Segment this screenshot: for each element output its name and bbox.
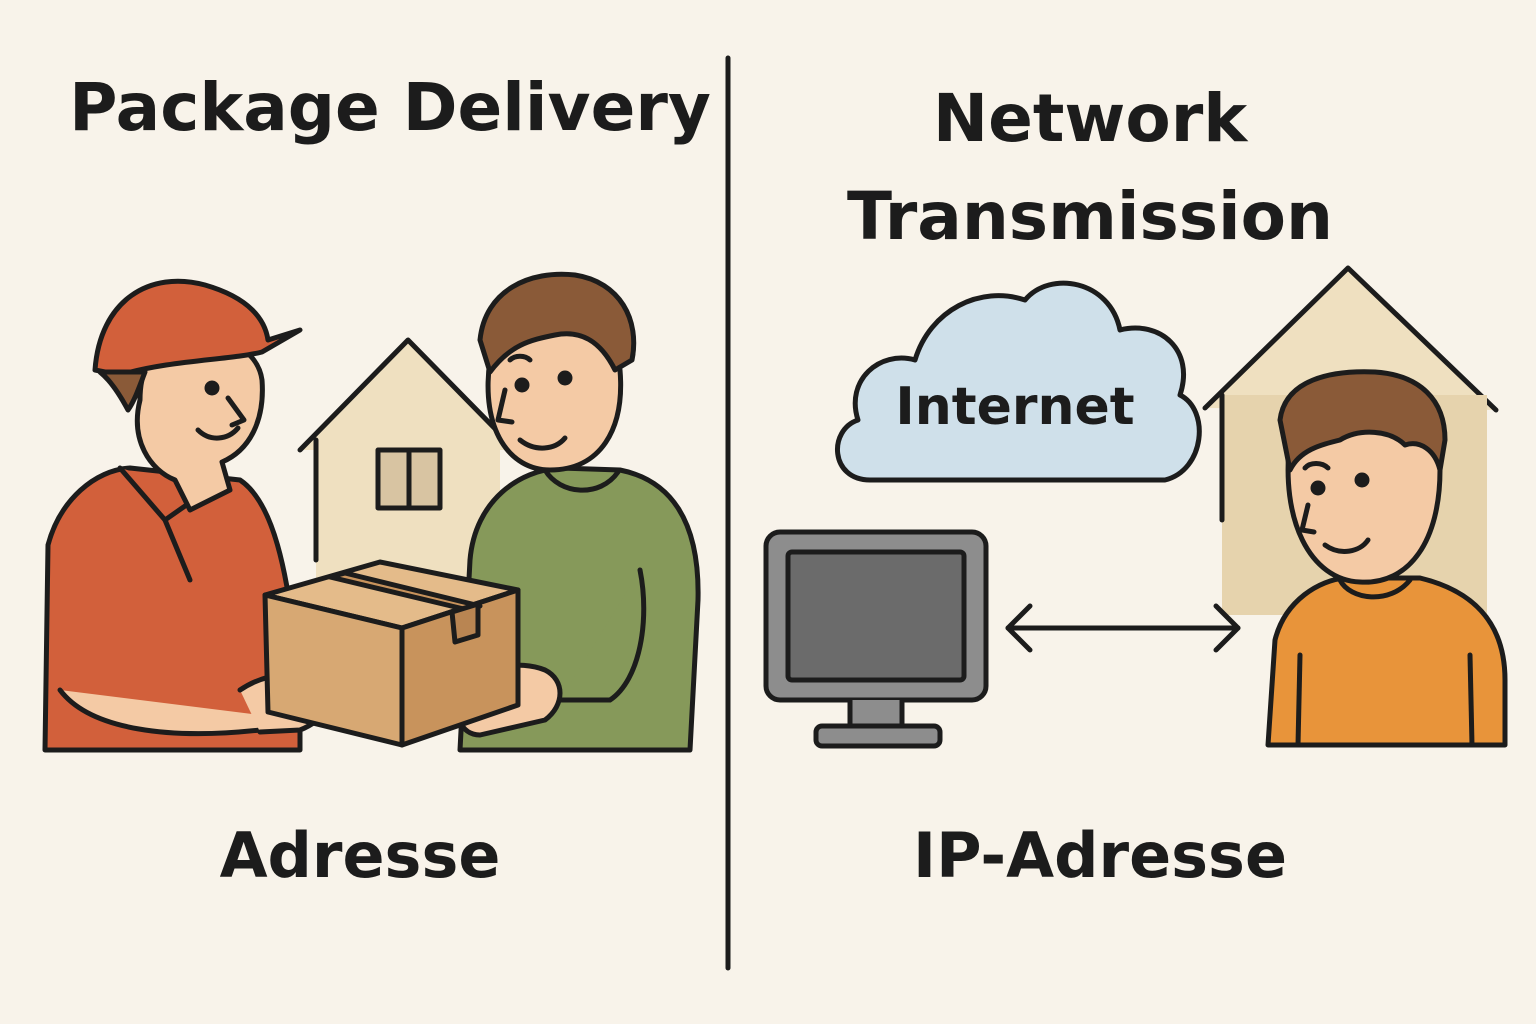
left-panel-caption: Adresse xyxy=(219,819,501,892)
computer-monitor xyxy=(763,529,989,749)
right-panel-title: Network Transmission xyxy=(790,70,1390,266)
right-panel-caption: IP-Adresse xyxy=(913,819,1287,892)
cardboard-box xyxy=(262,559,521,748)
bidirectional-arrow xyxy=(1005,603,1241,653)
right-title-line-2: Transmission xyxy=(846,178,1334,255)
cloud-label: Internet xyxy=(895,377,1135,437)
end-user-figure xyxy=(1265,369,1508,748)
cloud-shape xyxy=(835,280,1202,483)
right-title-line-1: Network xyxy=(932,80,1248,157)
courier-figure xyxy=(42,278,327,753)
left-panel-title: Package Delivery xyxy=(69,69,711,146)
